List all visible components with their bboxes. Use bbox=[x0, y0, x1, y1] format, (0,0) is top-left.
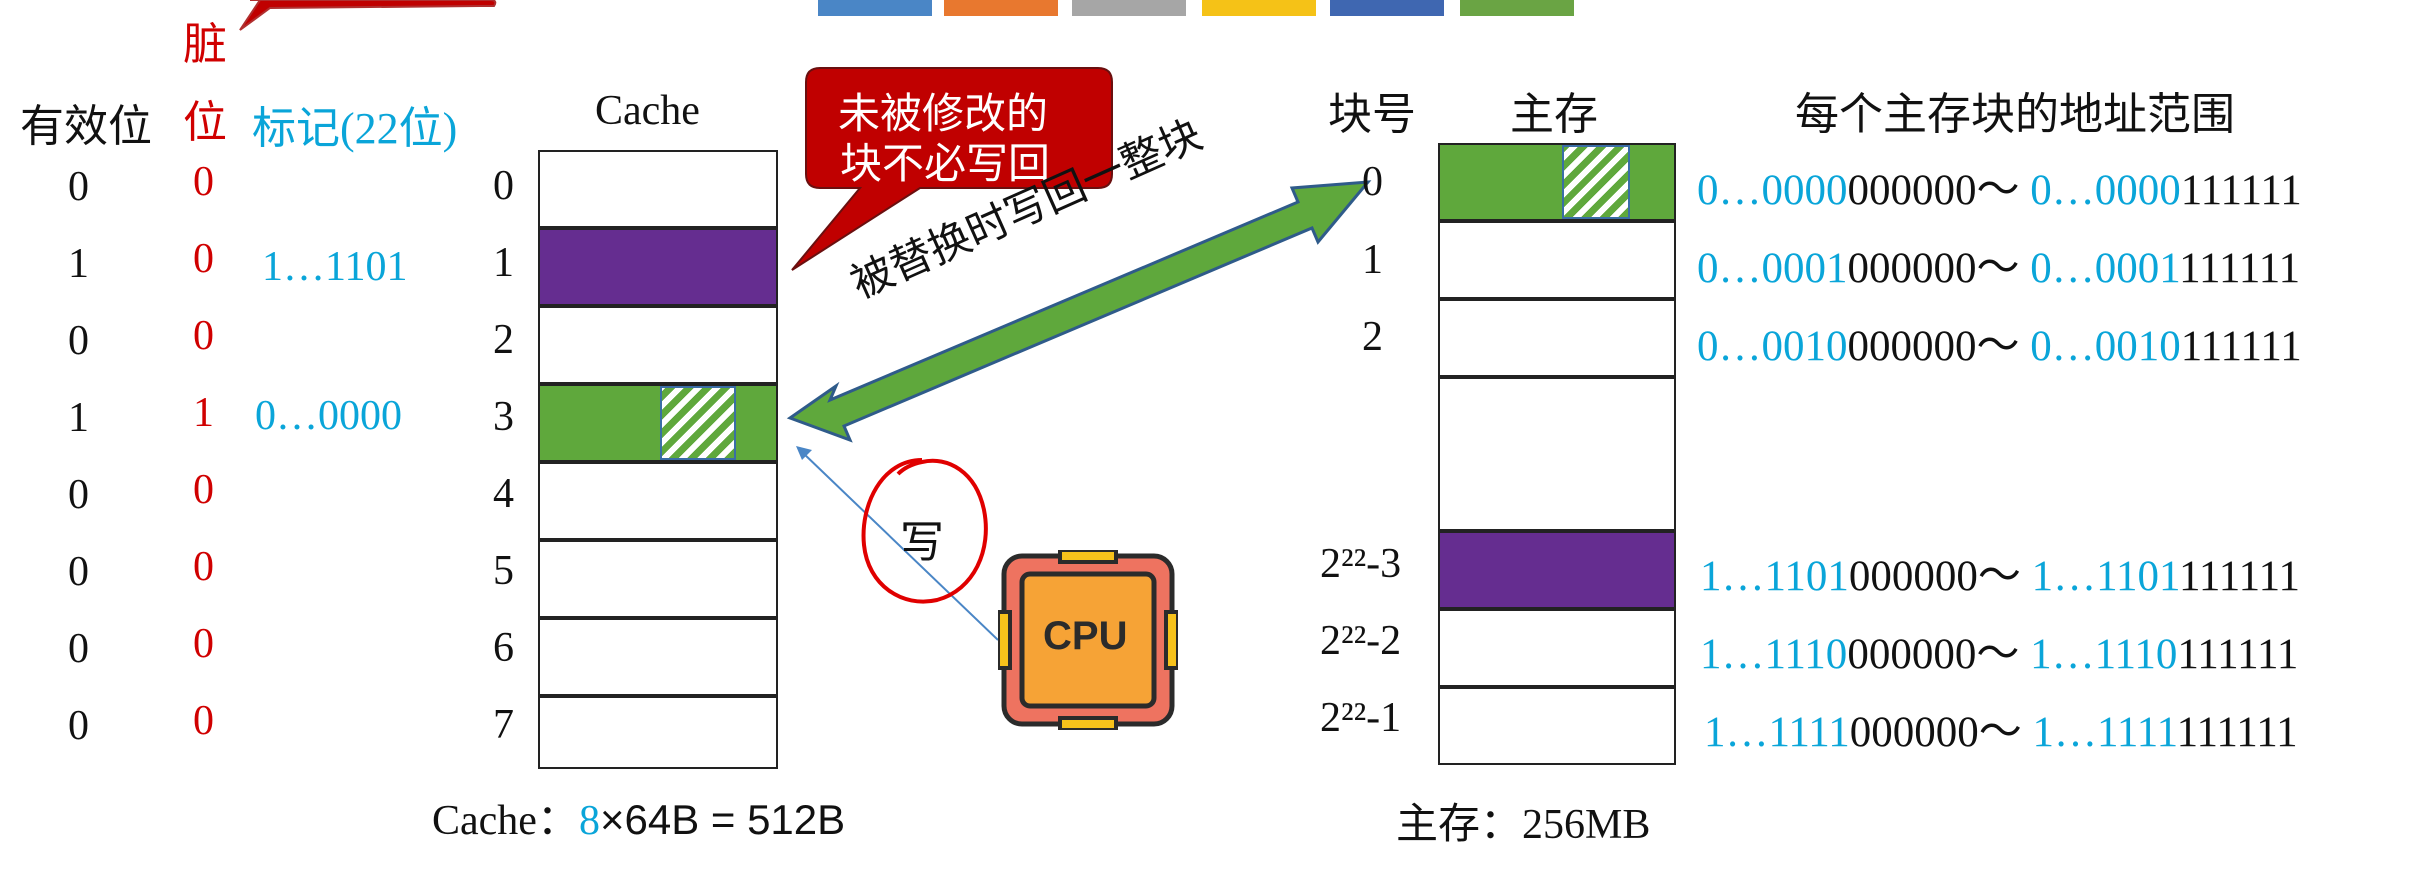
dirty-bit-2: 0 bbox=[193, 313, 214, 359]
block-number-2pow22-1: 2²²-1 bbox=[1320, 695, 1402, 741]
strip-segment-green bbox=[1460, 0, 1574, 16]
cache-line-0 bbox=[538, 150, 778, 228]
valid-bit-5: 0 bbox=[68, 549, 89, 595]
cpu-write-arrow bbox=[796, 446, 999, 641]
tag-1: 1…1101 bbox=[262, 244, 408, 290]
strip-segment-blue bbox=[818, 0, 932, 16]
valid-bit-6: 0 bbox=[68, 626, 89, 672]
valid-bit-1: 1 bbox=[68, 241, 89, 287]
tag-header: 标记(22位) bbox=[252, 104, 458, 153]
block-number-1: 1 bbox=[1362, 237, 1383, 283]
address-range-header: 每个主存块的地址范围 bbox=[1795, 90, 2235, 139]
write-circle bbox=[861, 458, 988, 604]
callout-text-line1: 未被修改的 bbox=[838, 92, 1049, 138]
dirty-bit-6: 0 bbox=[193, 621, 214, 667]
memory-block-2 bbox=[1438, 299, 1676, 377]
memory-block-0-hatch bbox=[1562, 145, 1630, 219]
dirty-bit-header: 位 bbox=[183, 98, 227, 147]
strip-segment-gray bbox=[1072, 0, 1186, 16]
cache-line-2 bbox=[538, 306, 778, 384]
writeback-arrow bbox=[786, 180, 1372, 443]
valid-bit-3: 1 bbox=[68, 395, 89, 441]
cache-line-5 bbox=[538, 540, 778, 618]
address-range-2: 0…0010000000～ 0…0010111111 bbox=[1697, 323, 2302, 370]
memory-block-2pow22-2 bbox=[1438, 609, 1676, 687]
valid-bit-7: 0 bbox=[68, 703, 89, 749]
cpu-label: CPU bbox=[1043, 614, 1128, 658]
cache-title: Cache bbox=[595, 88, 700, 134]
tag-3: 0…0000 bbox=[255, 393, 402, 439]
dirty-bit-5: 0 bbox=[193, 544, 214, 590]
strip-segment-yellow bbox=[1202, 0, 1316, 16]
address-range-2pow22-1: 1…1111000000～ 1…1111111111 bbox=[1704, 709, 2298, 756]
memory-block-0 bbox=[1438, 143, 1676, 221]
block-number-2: 2 bbox=[1362, 314, 1383, 360]
memory-block-1 bbox=[1438, 221, 1676, 299]
cache-line-3-modified-hatch bbox=[660, 386, 736, 460]
dirty-bit-1: 0 bbox=[193, 236, 214, 282]
block-number-2pow22-2: 2²²-2 bbox=[1320, 618, 1402, 664]
cache-line-1 bbox=[538, 228, 778, 306]
address-range-2pow22-2: 1…1110000000～ 1…1110111111 bbox=[1700, 631, 2299, 678]
cache-line-number-7: 7 bbox=[493, 702, 514, 748]
dirty-bit-7: 0 bbox=[193, 698, 214, 744]
address-range-2pow22-3: 1…1101000000～ 1…1101111111 bbox=[1700, 553, 2300, 600]
cache-line-4 bbox=[538, 462, 778, 540]
memory-block-2pow22-1 bbox=[1438, 687, 1676, 765]
valid-bit-0: 0 bbox=[68, 164, 89, 210]
cache-line-number-1: 1 bbox=[493, 240, 514, 286]
top-callout-shape bbox=[239, 0, 497, 31]
block-number-header: 块号 bbox=[1328, 90, 1416, 139]
cache-caption-rest: ×64B = 512B bbox=[599, 796, 846, 843]
valid-bit-4: 0 bbox=[68, 472, 89, 518]
cache-line-7 bbox=[538, 696, 778, 769]
memory-caption: 主存：256MB bbox=[1396, 802, 1651, 848]
cache-line-6 bbox=[538, 618, 778, 696]
address-range-0: 0…0000000000～ 0…0000111111 bbox=[1697, 167, 2302, 214]
dirty-header-top: 脏 bbox=[183, 20, 227, 69]
write-label: 写 bbox=[900, 518, 944, 567]
strip-segment-orange bbox=[944, 0, 1058, 16]
cache-line-3 bbox=[538, 384, 778, 462]
speech-callout-shape bbox=[791, 67, 1113, 271]
address-range-1: 0…0001000000～ 0…0001111111 bbox=[1697, 245, 2301, 292]
callout-text-line2: 块不必写回 bbox=[840, 142, 1051, 188]
block-number-2pow22-3: 2²²-3 bbox=[1320, 541, 1402, 587]
cache-line-number-5: 5 bbox=[493, 548, 514, 594]
memory-block-2pow22-3 bbox=[1438, 531, 1676, 609]
cache-line-number-4: 4 bbox=[493, 471, 514, 517]
dirty-bit-4: 0 bbox=[193, 467, 214, 513]
cache-line-number-6: 6 bbox=[493, 625, 514, 671]
cache-caption-count: 8 bbox=[578, 798, 600, 844]
dirty-bit-0: 0 bbox=[193, 159, 214, 205]
cache-caption-prefix: Cache： bbox=[432, 798, 579, 844]
valid-bit-2: 0 bbox=[68, 318, 89, 364]
strip-segment-darkblue bbox=[1330, 0, 1444, 16]
valid-bit-header: 有效位 bbox=[20, 102, 152, 151]
memory-title: 主存 bbox=[1510, 90, 1598, 139]
dirty-bit-3: 1 bbox=[193, 390, 214, 436]
cache-line-number-3: 3 bbox=[493, 394, 514, 440]
cache-line-number-0: 0 bbox=[493, 163, 514, 209]
memory-block-gap bbox=[1438, 377, 1676, 531]
cache-caption: Cache：8×64B = 512B bbox=[432, 786, 845, 847]
cache-line-number-2: 2 bbox=[493, 317, 514, 363]
cpu-chip-icon bbox=[998, 550, 1178, 730]
block-number-0: 0 bbox=[1362, 159, 1383, 205]
